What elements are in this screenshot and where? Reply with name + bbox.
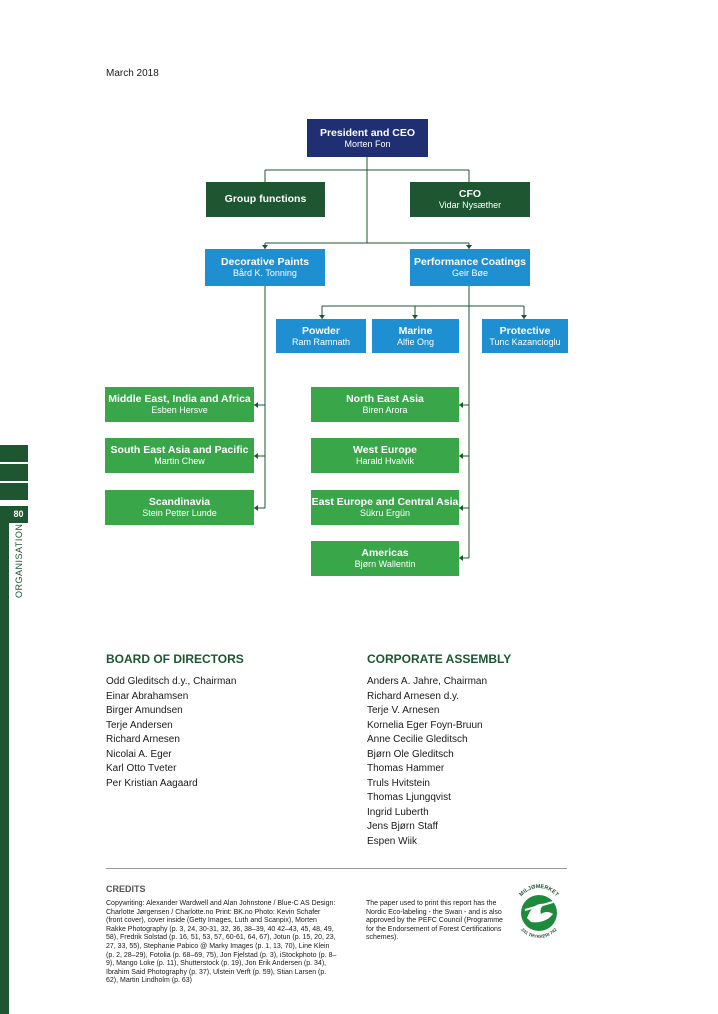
region-title: South East Asia and Pacific	[110, 444, 249, 457]
performance-coatings-name: Geir Bøe	[451, 268, 488, 279]
board-member: Odd Gleditsch d.y., Chairman	[106, 676, 237, 687]
cfo-box: CFO Vidar Nysæther	[410, 182, 530, 217]
board-member: Terje Andersen	[106, 719, 173, 731]
region-name: Martin Chew	[154, 456, 205, 467]
nordic-swan-ecolabel-icon: MILJØMERKET 241 TRYKKERI 742	[519, 884, 560, 939]
decorative-paints-name: Bård K. Tonning	[233, 268, 297, 279]
section-label: ORGANISATION	[14, 523, 24, 598]
group-functions-box: Group functions	[206, 182, 325, 217]
assembly-member: Thomas Hammer	[367, 763, 445, 774]
assembly-member: Bjørn Ole Gleditsch	[367, 748, 454, 760]
region-name: Bjørn Wallentin	[354, 559, 416, 570]
credits-text: Copywriting: Alexander Wardwell and Alan…	[106, 900, 337, 985]
region-name: Stein Petter Lunde	[142, 508, 217, 519]
protective-title: Protective	[499, 324, 551, 337]
region-name: Esben Hersve	[151, 405, 208, 416]
region-box-left: Scandinavia Stein Petter Lunde	[105, 490, 254, 525]
board-list: Odd Gleditsch d.y., Chairman Einar Abrah…	[106, 675, 236, 791]
assembly-member: Ingrid Luberth	[367, 806, 429, 818]
region-name: Harald Hvalvik	[355, 456, 415, 467]
region-title: East Europe and Central Asia	[311, 496, 459, 509]
assembly-list: Anders A. Jahre, Chairman Richard Arnese…	[367, 675, 487, 849]
ceo-title: President and CEO	[319, 126, 416, 139]
cfo-title: CFO	[458, 188, 482, 201]
region-name: Sükru Ergün	[359, 508, 411, 519]
board-member: Karl Otto Tveter	[106, 763, 177, 774]
side-tab	[0, 464, 28, 481]
page-number: 80	[9, 506, 28, 523]
assembly-member: Richard Arnesen d.y.	[367, 690, 460, 702]
region-box-right: North East Asia Biren Arora	[311, 387, 459, 422]
region-box-right: Americas Bjørn Wallentin	[311, 541, 459, 576]
performance-coatings-title: Performance Coatings	[413, 256, 527, 269]
performance-coatings-box: Performance Coatings Geir Bøe	[410, 249, 530, 286]
assembly-member: Anne Cecilie Gleditsch	[367, 734, 468, 745]
region-box-right: West Europe Harald Hvalvik	[311, 438, 459, 473]
decorative-paints-title: Decorative Paints	[220, 256, 310, 269]
board-member: Nicolai A. Eger	[106, 748, 172, 760]
board-member: Birger Amundsen	[106, 705, 183, 716]
assembly-member: Kornelia Eger Foyn-Bruun	[367, 719, 483, 731]
board-member: Richard Arnesen	[106, 734, 180, 745]
cfo-name: Vidar Nysæther	[438, 200, 502, 211]
marine-box: Marine Alfie Ong	[372, 319, 459, 353]
assembly-member: Terje V. Arnesen	[367, 705, 440, 716]
assembly-member: Jens Bjørn Staff	[367, 821, 438, 832]
region-title: North East Asia	[346, 393, 424, 406]
credits-title: CREDITS	[106, 884, 146, 894]
region-title: Middle East, India and Africa	[108, 393, 251, 406]
assembly-member: Thomas Ljungqvist	[367, 792, 451, 803]
board-member: Einar Abrahamsen	[106, 690, 189, 702]
powder-title: Powder	[302, 324, 340, 337]
side-tabs	[0, 445, 28, 502]
ceo-box: President and CEO Morten Fon	[307, 119, 428, 157]
decorative-paints-box: Decorative Paints Bård K. Tonning	[205, 249, 325, 286]
region-title: Scandinavia	[148, 496, 211, 509]
region-title: West Europe	[353, 444, 417, 457]
powder-name: Ram Ramnath	[291, 336, 351, 347]
paper-note: The paper used to print this report has …	[366, 900, 503, 942]
marine-name: Alfie Ong	[396, 336, 435, 347]
board-title: BOARD OF DIRECTORS	[106, 652, 244, 666]
group-functions-title: Group functions	[224, 193, 307, 206]
report-date: March 2018	[106, 68, 159, 79]
assembly-member: Espen Wiik	[367, 835, 418, 847]
assembly-member: Anders A. Jahre, Chairman	[367, 676, 488, 687]
side-bar	[0, 506, 9, 1014]
assembly-member: Truls Hvitstein	[367, 777, 430, 789]
region-title: Americas	[361, 547, 409, 560]
region-box-left: South East Asia and Pacific Martin Chew	[105, 438, 254, 473]
region-name: Biren Arora	[362, 405, 408, 416]
protective-box: Protective Tunc Kazancioglu	[482, 319, 568, 353]
protective-name: Tunc Kazancioglu	[489, 336, 561, 347]
side-tab	[0, 483, 28, 500]
region-box-left: Middle East, India and Africa Esben Hers…	[105, 387, 254, 422]
marine-title: Marine	[398, 324, 433, 337]
divider	[106, 868, 567, 869]
board-member: Per Kristian Aagaard	[106, 777, 198, 789]
region-box-right: East Europe and Central Asia Sükru Ergün	[311, 490, 459, 525]
assembly-title: CORPORATE ASSEMBLY	[367, 652, 512, 666]
powder-box: Powder Ram Ramnath	[276, 319, 366, 353]
ceo-name: Morten Fon	[344, 138, 391, 149]
side-tab	[0, 445, 28, 462]
